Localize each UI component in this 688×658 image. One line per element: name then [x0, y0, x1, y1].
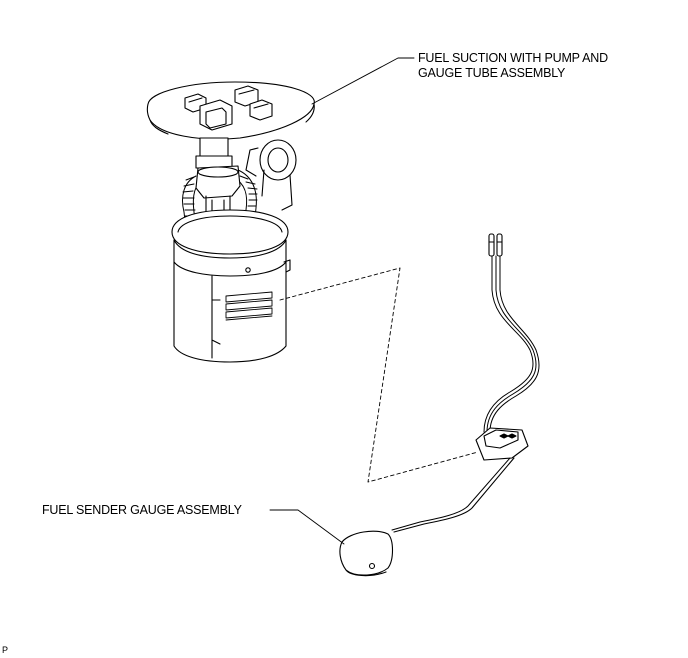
pump-stem — [199, 137, 229, 159]
leader-line-pump — [311, 57, 415, 105]
reservoir-slots — [225, 291, 273, 321]
label-pump-assembly-line2: GAUGE TUBE ASSEMBLY — [418, 66, 566, 80]
sender-wires — [483, 255, 540, 433]
pressure-regulator — [245, 139, 297, 211]
label-pump-assembly-line1: FUEL SUCTION WITH PUMP AND — [418, 51, 608, 65]
reservoir-body — [173, 239, 287, 363]
wire-terminals — [488, 233, 503, 257]
fuel-sender-gauge-assembly — [339, 233, 540, 577]
fuel-pump-assembly — [146, 81, 315, 363]
flange-connectors — [184, 85, 273, 131]
installation-dashed-line — [279, 267, 479, 483]
leader-line-sender — [269, 509, 345, 545]
sender-float — [339, 530, 394, 576]
label-sender-gauge: FUEL SENDER GAUGE ASSEMBLY — [42, 503, 242, 517]
figure-code: P — [2, 645, 8, 655]
pump-flange-edge — [149, 103, 315, 135]
float-arm — [391, 457, 511, 531]
reservoir-top-ring — [171, 209, 289, 255]
sender-body — [475, 427, 529, 461]
